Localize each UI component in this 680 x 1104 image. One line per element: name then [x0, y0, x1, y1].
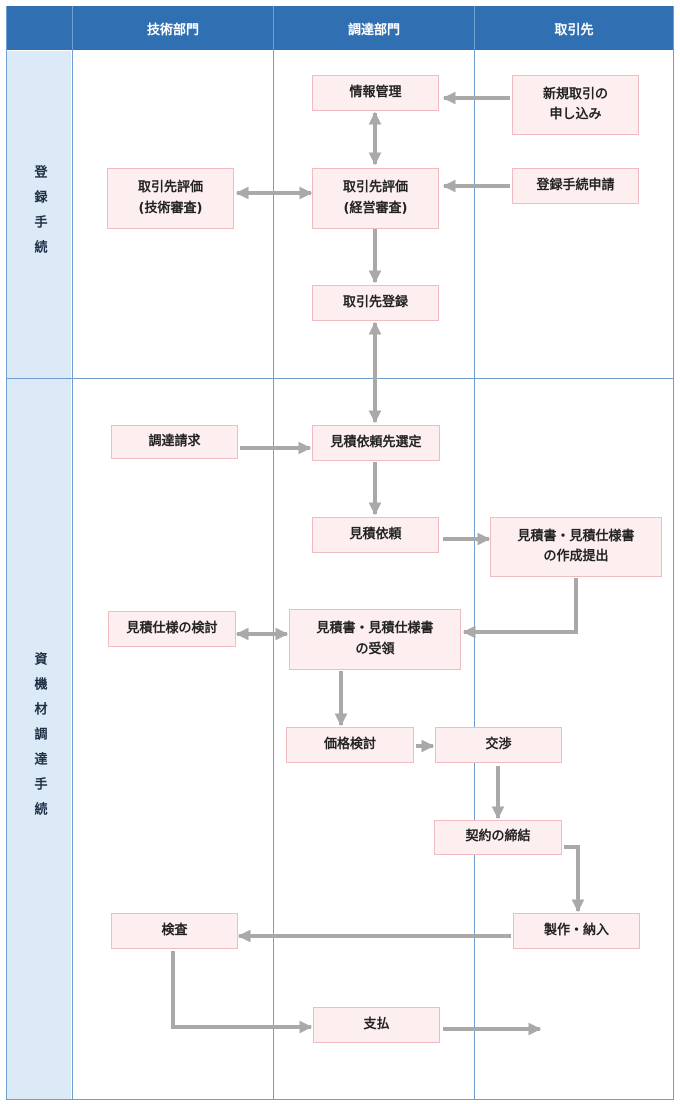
flow-arrows: [171, 91, 585, 1036]
box-quote-receipt: 見積書・見積仕様書 の受領: [289, 609, 461, 670]
box-procurement-request: 調達請求: [111, 425, 238, 459]
box-eval-tech: 取引先評価 (技術審査): [107, 168, 234, 229]
lane-registration: 登録手続: [7, 51, 71, 378]
box-price-review: 価格検討: [286, 727, 414, 763]
box-quote-submission: 見積書・見積仕様書 の作成提出: [490, 517, 662, 577]
box-registration-application: 登録手続申請: [512, 168, 639, 204]
box-quote-request: 見積依頼: [312, 517, 439, 553]
header-procurement-dept: 調達部門: [274, 6, 474, 50]
box-info-management: 情報管理: [312, 75, 439, 111]
box-contract: 契約の締結: [434, 820, 562, 855]
arrow-submit-to-receive: [462, 578, 578, 639]
box-supplier-registration: 取引先登録: [312, 285, 439, 321]
lane-registration-label: 登録手続: [31, 164, 47, 265]
box-spec-review: 見積仕様の検討: [108, 611, 236, 647]
lane-procurement-label: 資機材調達手続: [31, 651, 47, 827]
box-negotiation: 交渉: [435, 727, 562, 763]
arrow-contract-to-manufacture: [564, 845, 585, 913]
box-inspection: 検査: [111, 913, 238, 949]
lane-procurement: 資機材調達手続: [7, 379, 71, 1099]
box-eval-mgmt: 取引先評価 (経営審査): [312, 168, 439, 229]
header-supplier: 取引先: [475, 6, 673, 50]
box-payment: 支払: [313, 1007, 440, 1043]
header-tech-dept: 技術部門: [73, 6, 273, 50]
box-manufacture-delivery: 製作・納入: [513, 913, 640, 949]
box-new-application: 新規取引の 申し込み: [512, 75, 639, 135]
arrow-inspection-to-payment: [171, 951, 313, 1034]
header-corner: [7, 6, 72, 50]
box-select-quote-destination: 見積依頼先選定: [312, 425, 440, 461]
